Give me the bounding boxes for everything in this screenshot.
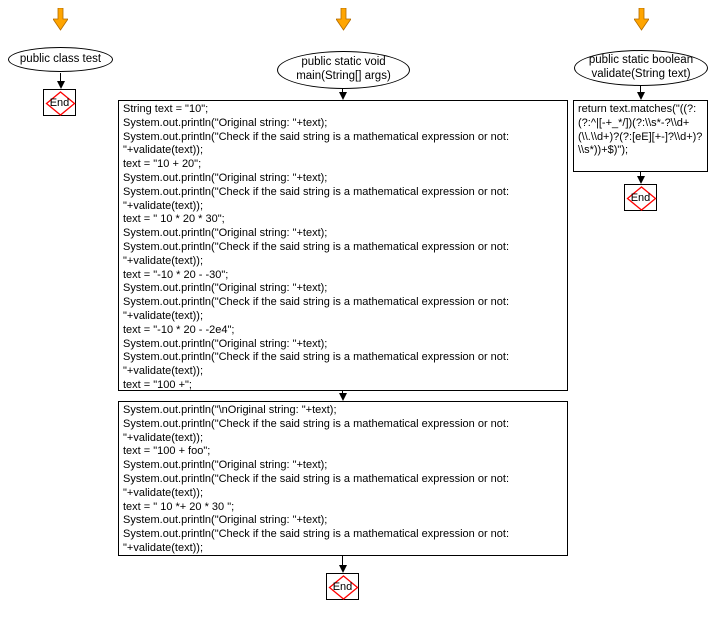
process-box-main-code-2: System.out.println("\nOriginal string: "… <box>118 401 568 556</box>
end-label: End <box>49 96 70 109</box>
arrow-shaft <box>640 86 641 92</box>
end-diamond-icon <box>328 575 359 600</box>
end-label: End <box>630 191 651 204</box>
terminal-main-method: public static void main(String[] args) <box>277 51 410 89</box>
end-terminator-validate: End <box>624 184 657 211</box>
arrow-shaft <box>342 556 343 565</box>
arrow-head-icon <box>338 565 347 573</box>
flow-arrow-box2-to-end <box>338 556 347 573</box>
end-terminator-class: End <box>43 89 76 116</box>
flow-arrow-validate-to-box <box>636 86 645 100</box>
terminal-main-method-label: public static void main(String[] args) <box>296 56 391 82</box>
flow-arrow-main-to-box1 <box>338 89 347 100</box>
flow-arrow-validatebox-to-end <box>636 172 645 184</box>
process-box-main-code-1: String text = "10"; System.out.println("… <box>118 100 568 391</box>
arrow-head-icon <box>636 92 645 100</box>
arrow-head-icon <box>338 393 347 401</box>
process-box-validate-code: return text.matches("((?:(?:^|[-+_*/])(?… <box>573 100 708 172</box>
end-label: End <box>332 580 353 593</box>
arrow-head-icon <box>636 176 645 184</box>
end-terminator-main: End <box>326 573 359 600</box>
arrow-head-icon <box>56 81 65 89</box>
terminal-validate-method: public static boolean validate(String te… <box>574 50 708 86</box>
flow-start-arrow-icon <box>53 8 68 31</box>
terminal-public-class: public class test <box>8 47 113 72</box>
terminal-validate-method-label: public static boolean validate(String te… <box>588 54 694 80</box>
terminal-public-class-label: public class test <box>19 52 102 65</box>
arrow-shaft <box>640 172 641 176</box>
end-diamond-icon <box>626 186 657 211</box>
arrow-head-icon <box>338 92 347 100</box>
flow-start-arrow-icon <box>634 8 649 31</box>
arrow-shaft <box>60 73 61 81</box>
arrow-shaft <box>342 89 343 92</box>
end-diamond-icon <box>45 91 76 116</box>
arrow-shaft <box>342 391 343 393</box>
flow-start-arrow-icon <box>336 8 351 31</box>
flow-arrow-class-to-end <box>56 73 65 89</box>
flow-arrow-box1-to-box2 <box>338 391 347 401</box>
